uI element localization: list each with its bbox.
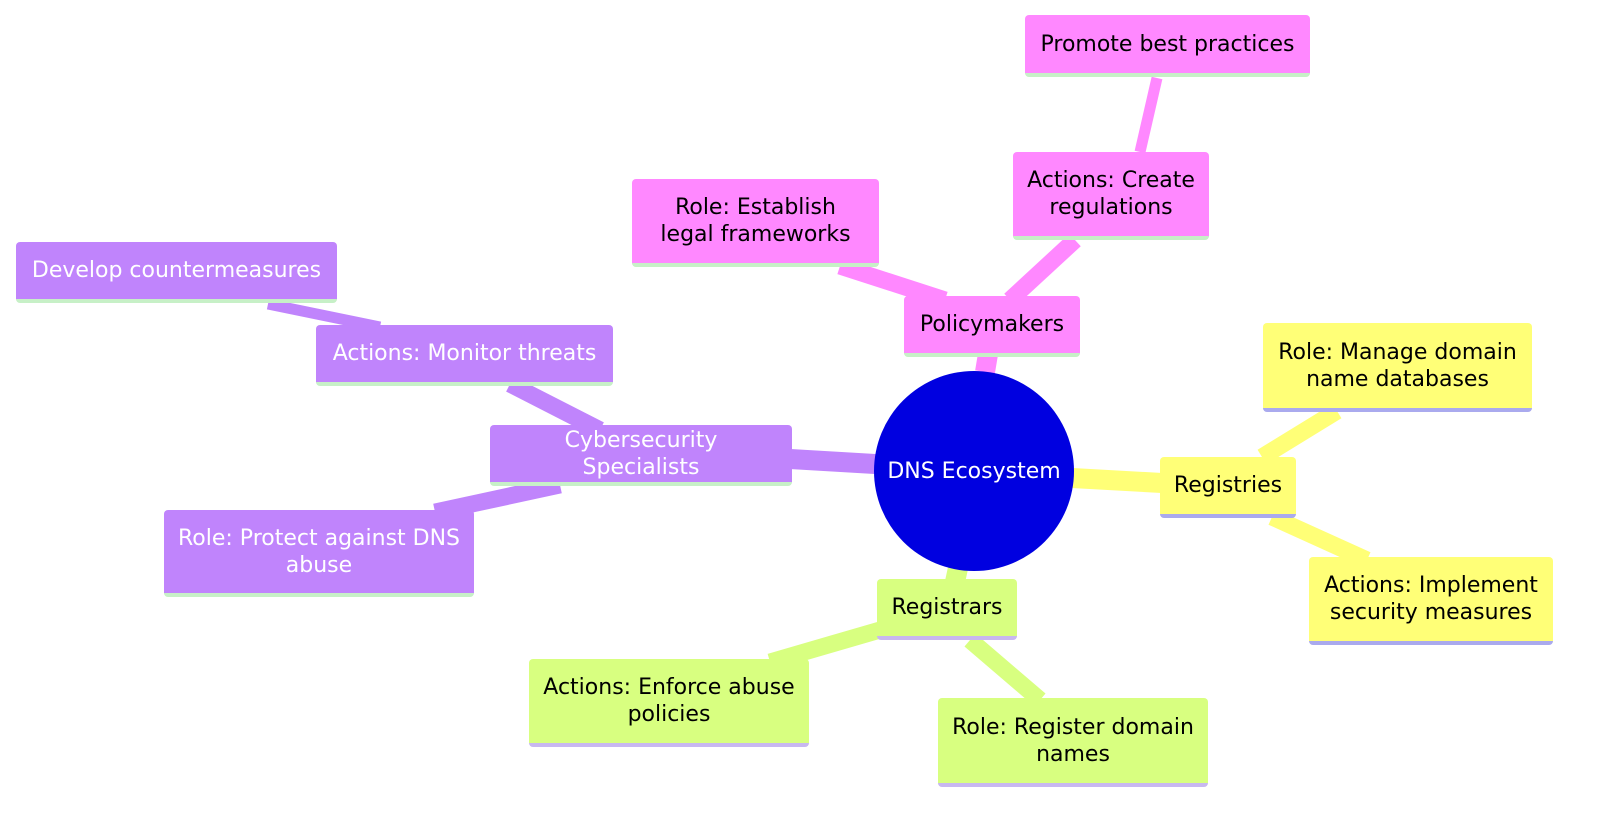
registries-role-label: Role: Manage domain name databases — [1278, 339, 1517, 392]
registries-node[interactable]: Registries — [1160, 457, 1296, 518]
policymakers-promote-label: Promote best practices — [1040, 31, 1295, 57]
link-policymakers-role — [837, 257, 948, 309]
policymakers-actions-label: Actions: Create regulations — [1027, 168, 1195, 220]
link-registries-actions — [1268, 509, 1371, 568]
policymakers-role-label: Role: Establish legal frameworks — [660, 195, 851, 247]
registries-actions-label: Actions: Implement security measures — [1324, 573, 1538, 625]
link-policymakers-actions — [1004, 233, 1081, 307]
registries-role-node[interactable]: Role: Manage domain name databases — [1263, 323, 1532, 412]
cybersecurity-develop-node[interactable]: Develop countermeasures — [16, 242, 337, 303]
link-actions-promote — [1134, 76, 1163, 154]
registrars-role-node[interactable]: Role: Register domain names — [938, 698, 1208, 787]
registrars-role-label: Role: Register domain names — [952, 714, 1194, 767]
registrars-node[interactable]: Registrars — [877, 579, 1017, 640]
cybersecurity-label: Cybersecurity Specialists — [564, 427, 718, 480]
cybersecurity-actions-label: Actions: Monitor threats — [332, 341, 597, 366]
link-root-cybersecurity — [789, 449, 876, 474]
policymakers-node[interactable]: Policymakers — [904, 296, 1080, 357]
registrars-actions-label: Actions: Enforce abuse policies — [543, 675, 795, 727]
policymakers-role-node[interactable]: Role: Establish legal frameworks — [632, 179, 879, 267]
cybersecurity-node[interactable]: Cybersecurity Specialists — [490, 425, 792, 486]
link-cybersecurity-actions — [506, 376, 604, 438]
cybersecurity-role-node[interactable]: Role: Protect against DNS abuse — [164, 510, 474, 597]
registrars-actions-node[interactable]: Actions: Enforce abuse policies — [529, 659, 809, 747]
cybersecurity-role-label: Role: Protect against DNS abuse — [178, 525, 461, 578]
link-registrars-role — [964, 633, 1046, 707]
policymakers-label: Policymakers — [919, 312, 1065, 337]
root-label: DNS Ecosystem — [887, 458, 1061, 484]
link-root-policymakers — [975, 352, 998, 374]
registrars-label: Registrars — [891, 595, 1003, 620]
registries-label: Registries — [1173, 473, 1283, 498]
registries-actions-node[interactable]: Actions: Implement security measures — [1309, 557, 1553, 645]
cybersecurity-actions-node[interactable]: Actions: Monitor threats — [316, 325, 613, 386]
policymakers-actions-node[interactable]: Actions: Create regulations — [1013, 152, 1209, 240]
link-root-registries — [1071, 468, 1163, 493]
link-cybersecurity-role — [433, 476, 562, 521]
cybersecurity-develop-label: Develop countermeasures — [31, 258, 322, 283]
policymakers-promote-node[interactable]: Promote best practices — [1025, 15, 1310, 77]
link-registries-role — [1257, 403, 1342, 465]
link-registrars-actions — [767, 621, 883, 671]
link-actions-develop — [266, 298, 382, 333]
root-node[interactable]: DNS Ecosystem — [874, 371, 1074, 571]
